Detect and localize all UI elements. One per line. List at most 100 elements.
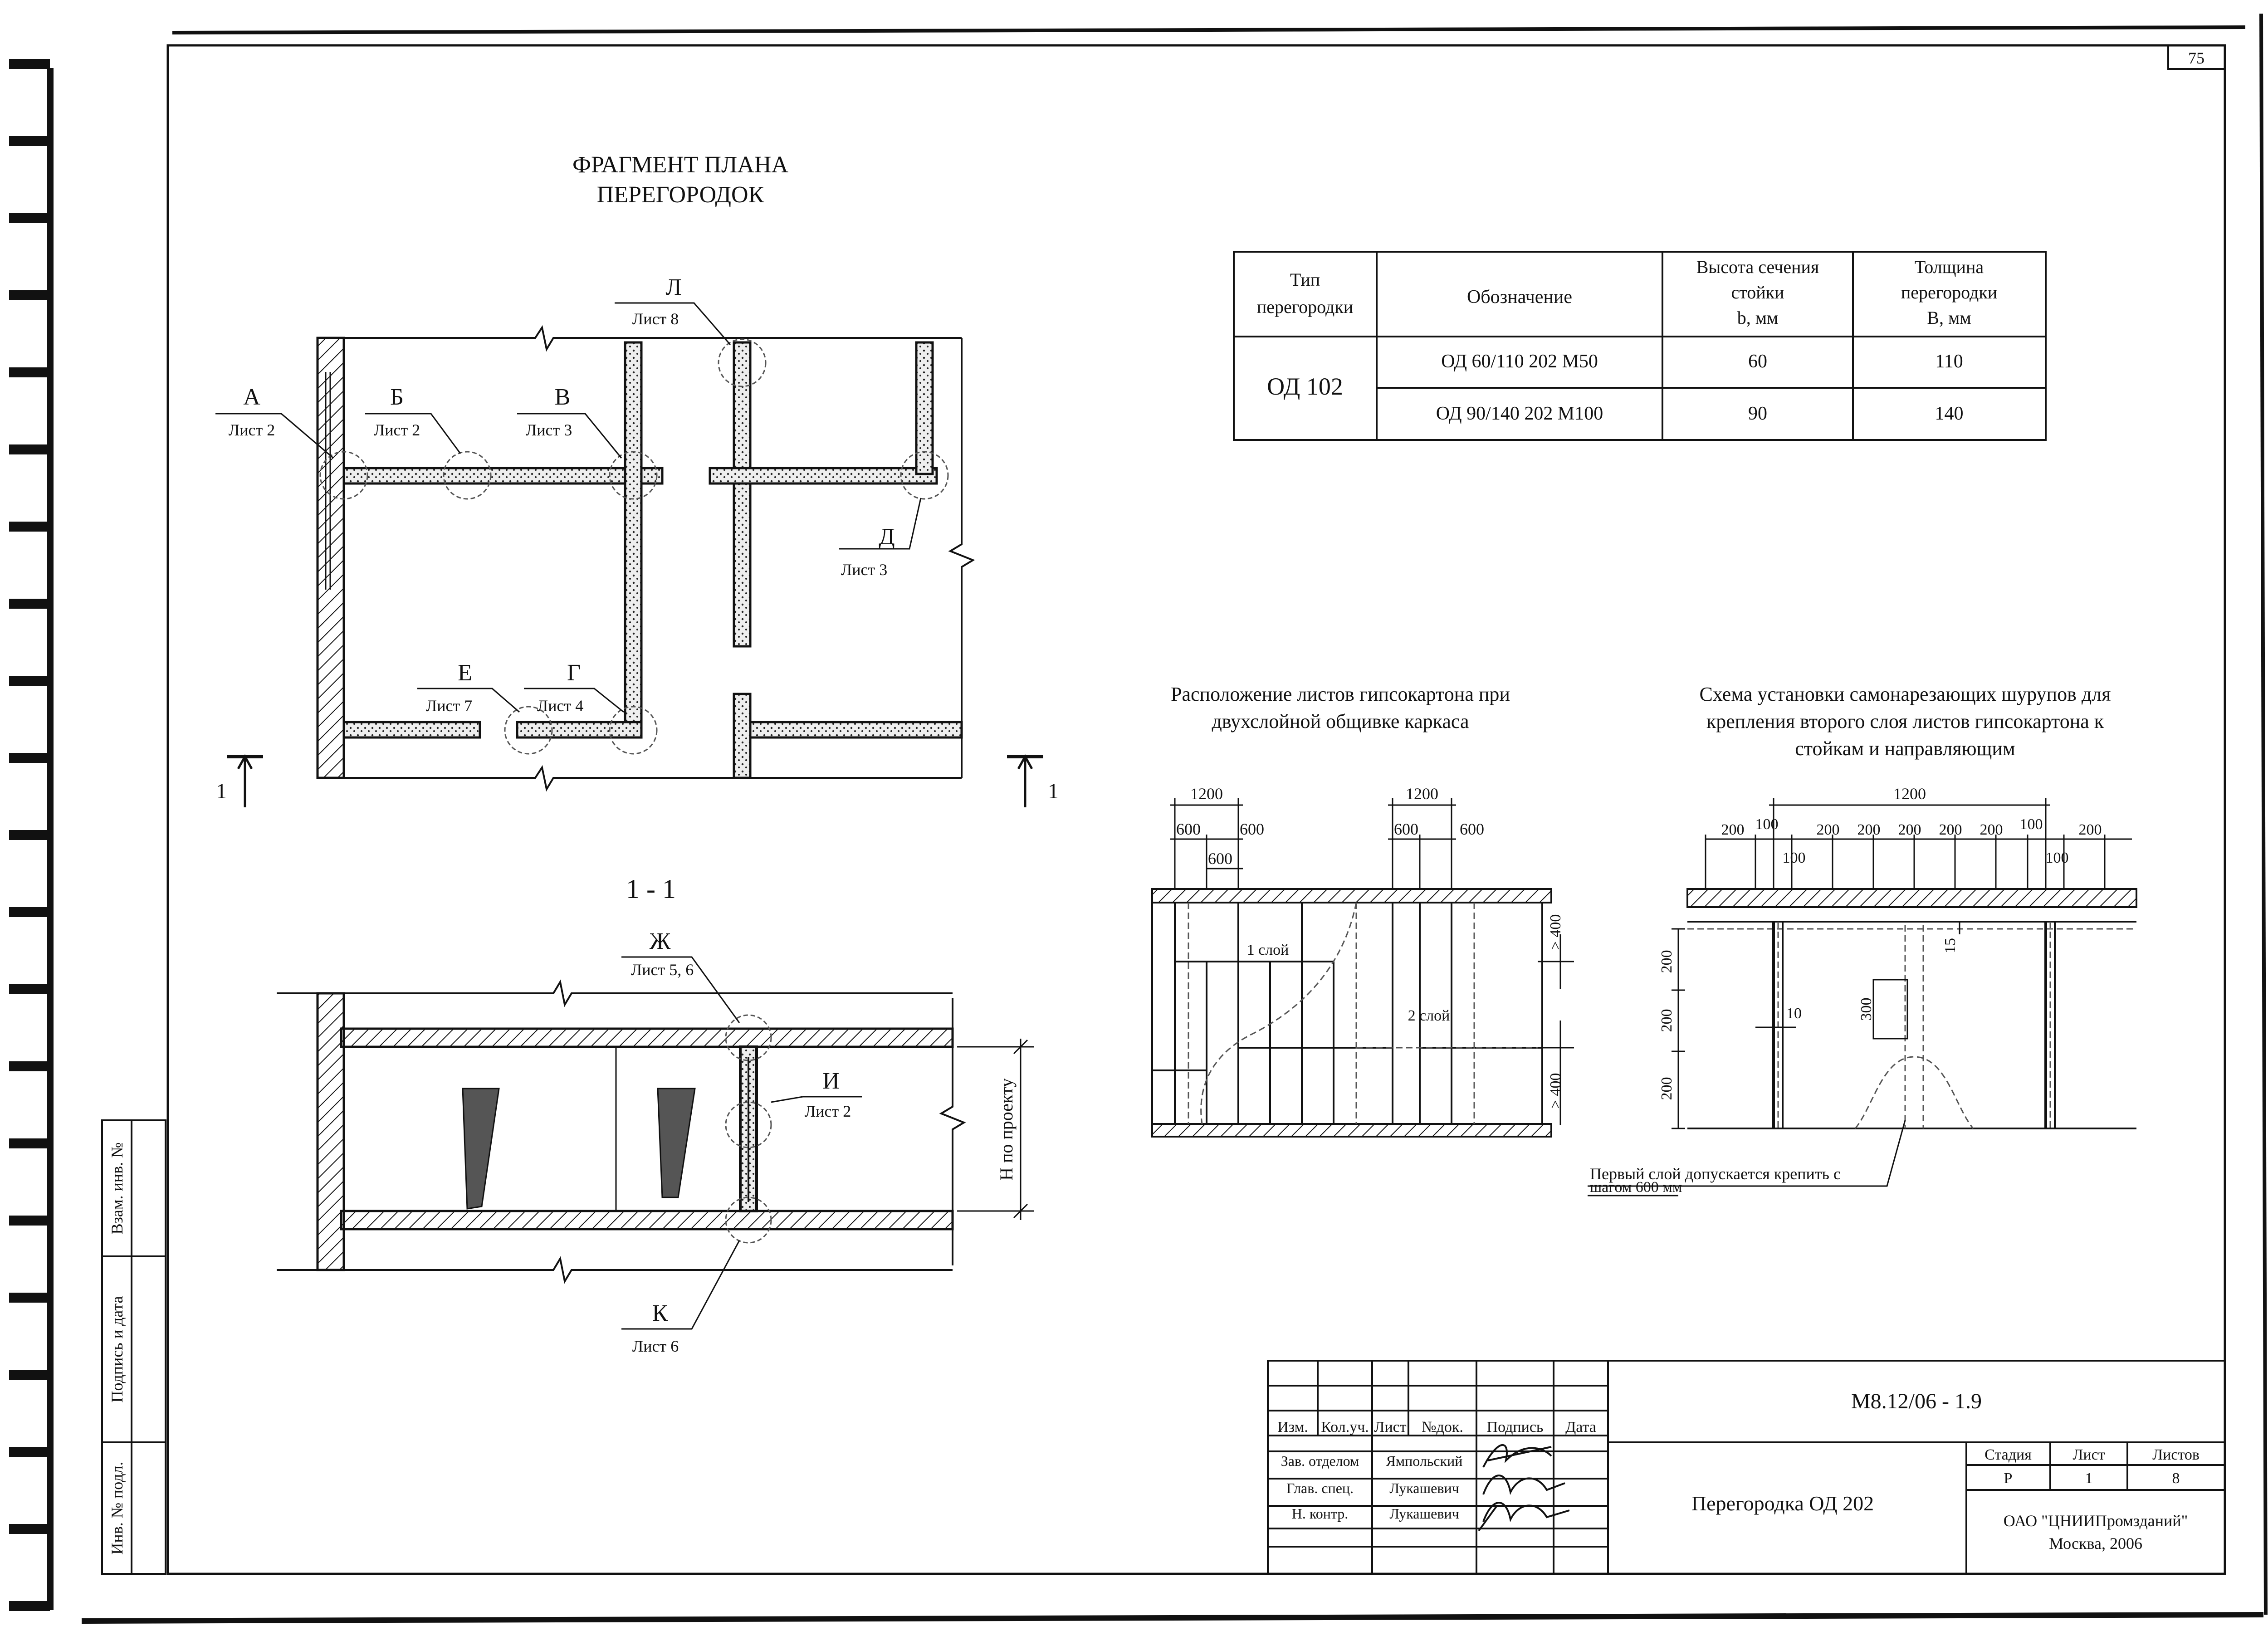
screws-dim-300: 300 xyxy=(1858,998,1875,1021)
sheets-bottom-slab xyxy=(1151,1123,1552,1138)
sheets-dim-600-d: 600 xyxy=(1394,820,1418,838)
drawing-frame xyxy=(166,44,2226,1575)
col-izm: Изм. xyxy=(1277,1419,1308,1436)
callout-I-letter: И xyxy=(822,1068,840,1094)
header-thickness-2: перегородки xyxy=(1901,282,1997,303)
row1-designation: ОД 60/110 202 М50 xyxy=(1441,351,1598,372)
screws-dim-200-6: 200 xyxy=(1980,821,2003,838)
callout-B-letter: Б xyxy=(390,384,404,410)
height-dimension xyxy=(957,1039,1034,1220)
col-podpis: Подпись xyxy=(1487,1419,1544,1436)
header-height-1: Высота сечения xyxy=(1696,257,1819,277)
side-stamp: Взам. инв. № Подпись и дата Инв. № подл. xyxy=(101,1119,166,1575)
screws-dim-200-v3: 200 xyxy=(1658,1077,1675,1100)
gt400-top: > 400 xyxy=(1547,914,1564,950)
stamp-vzam: Взам. инв. № xyxy=(108,1143,126,1235)
screws-title-line2: крепления второго слоя листов гипсокарто… xyxy=(1706,710,2104,732)
screws-dim-15: 15 xyxy=(1942,938,1959,953)
drawing-name: Перегородка ОД 202 xyxy=(1691,1492,1874,1515)
callout-E-sheet: Лист 7 xyxy=(426,697,472,715)
name-1: Ямпольский xyxy=(1386,1453,1463,1469)
section-break-right xyxy=(939,998,966,1265)
screws-dim-200-4: 200 xyxy=(1898,821,1921,838)
callout-V-sheet: Лист 3 xyxy=(526,421,572,439)
sheets-dim-600-a: 600 xyxy=(1176,820,1201,838)
stage-label: Стадия xyxy=(1984,1446,2032,1463)
sheets-layout-diagram: Расположение листов гипсокартона при дву… xyxy=(1151,683,1574,1138)
binding-marks xyxy=(9,59,54,1611)
section-cut-right-number: 1 xyxy=(1048,779,1059,803)
screws-dim-100-2: 100 xyxy=(1783,850,1806,866)
callout-Zh-letter: Ж xyxy=(650,928,671,954)
callout-E-letter: Е xyxy=(458,660,472,686)
sheets-dim-600-e: 600 xyxy=(1460,820,1484,838)
section-cut-right xyxy=(1007,754,1043,807)
role-1: Зав. отделом xyxy=(1281,1453,1359,1469)
title-block: М8.12/06 - 1.9 Изм. Кол.уч. Лист №док. П… xyxy=(1267,1360,2226,1575)
org-line2: Москва, 2006 xyxy=(2049,1534,2142,1553)
sheets-value: 8 xyxy=(2172,1470,2180,1487)
sheets-dim-1200-left: 1200 xyxy=(1190,785,1223,803)
break-line-right xyxy=(948,338,975,778)
screws-title-line1: Схема установки самонарезающих шурупов д… xyxy=(1700,683,2111,705)
type-cell: ОД 102 xyxy=(1267,373,1343,400)
screws-dim-100-1: 100 xyxy=(1755,816,1779,833)
role-2: Глав. спец. xyxy=(1286,1480,1354,1496)
height-label: Н по проекту xyxy=(996,1078,1017,1181)
stamp-inv: Инв. № подл. xyxy=(108,1461,126,1554)
sheet-label: Лист xyxy=(2072,1446,2105,1463)
screws-note-line2: шагом 600 мм xyxy=(1590,1179,1682,1196)
partitions xyxy=(342,341,963,779)
row1-b: 60 xyxy=(1748,351,1767,372)
callout-Zh-sheet: Лист 5, 6 xyxy=(631,961,694,979)
screws-title-line3: стойкам и направляющим xyxy=(1795,737,2015,760)
plan-fragment: ФРАГМЕНТ ПЛАНА ПЕРЕГОРОДОК xyxy=(215,152,1059,807)
callout-G-letter: Г xyxy=(567,660,581,686)
section-title: 1 - 1 xyxy=(626,874,676,904)
col-data: Дата xyxy=(1565,1419,1596,1436)
screws-diagram: Схема установки самонарезающих шурупов д… xyxy=(1588,683,2137,1196)
page-edges xyxy=(81,13,2268,1624)
row2-B: 140 xyxy=(1935,403,1964,424)
callout-L-letter: Л xyxy=(665,274,681,300)
section-leaders xyxy=(621,956,862,1330)
section-break-top xyxy=(277,979,953,1007)
col-ndok: №док. xyxy=(1422,1419,1463,1436)
callout-V-letter: В xyxy=(555,384,571,410)
header-type-1: Тип xyxy=(1290,269,1320,290)
detail-circles xyxy=(319,338,949,755)
header-thickness-1: Толщина xyxy=(1915,257,1984,277)
plan-title-line2: ПЕРЕГОРОДОК xyxy=(597,182,764,208)
callout-G-sheet: Лист 4 xyxy=(537,697,583,715)
row1-B: 110 xyxy=(1935,351,1963,372)
screw-spacing-box xyxy=(1872,979,1908,1040)
sheets-title-line2: двухслойной общивке каркаса xyxy=(1212,710,1469,732)
layer2-label: 2 слой xyxy=(1408,1007,1450,1024)
role-3: Н. контр. xyxy=(1292,1505,1349,1522)
callout-K-letter: К xyxy=(652,1300,668,1326)
layer1-label: 1 слой xyxy=(1247,942,1289,958)
sheets-label: Листов xyxy=(2152,1446,2200,1463)
drawing-code: М8.12/06 - 1.9 xyxy=(1851,1389,1982,1413)
callout-leaders xyxy=(215,302,922,713)
header-height-2: стойки xyxy=(1731,282,1784,303)
section-detail-circles xyxy=(725,1014,772,1244)
screws-dim-200-v2: 200 xyxy=(1658,1009,1675,1032)
break-line-top xyxy=(345,325,962,352)
callout-A-sheet: Лист 2 xyxy=(229,421,275,439)
header-thickness-3: В, мм xyxy=(1927,308,1971,328)
section-cut-left-number: 1 xyxy=(216,779,227,803)
screws-dim-200-7: 200 xyxy=(2079,821,2102,838)
partition-types-table: Тип перегородки Обозначение Высота сечен… xyxy=(1233,251,2047,441)
page-number-box: 75 xyxy=(2167,44,2226,70)
opening-1 xyxy=(462,1088,500,1210)
screws-dim-200-2: 200 xyxy=(1817,821,1840,838)
stage-value: Р xyxy=(2004,1470,2013,1487)
callout-L-sheet: Лист 8 xyxy=(632,310,679,328)
org-line1: ОАО "ЦНИИПромзданий" xyxy=(2004,1512,2188,1530)
callout-K-sheet: Лист 6 xyxy=(632,1337,679,1355)
screws-dim-100-4: 100 xyxy=(2046,850,2069,866)
section-1-1: 1 - 1 Ж Лист 5, 6 И Лист 2 К Лист 6 xyxy=(277,874,1034,1355)
break-line-bottom xyxy=(345,765,962,792)
